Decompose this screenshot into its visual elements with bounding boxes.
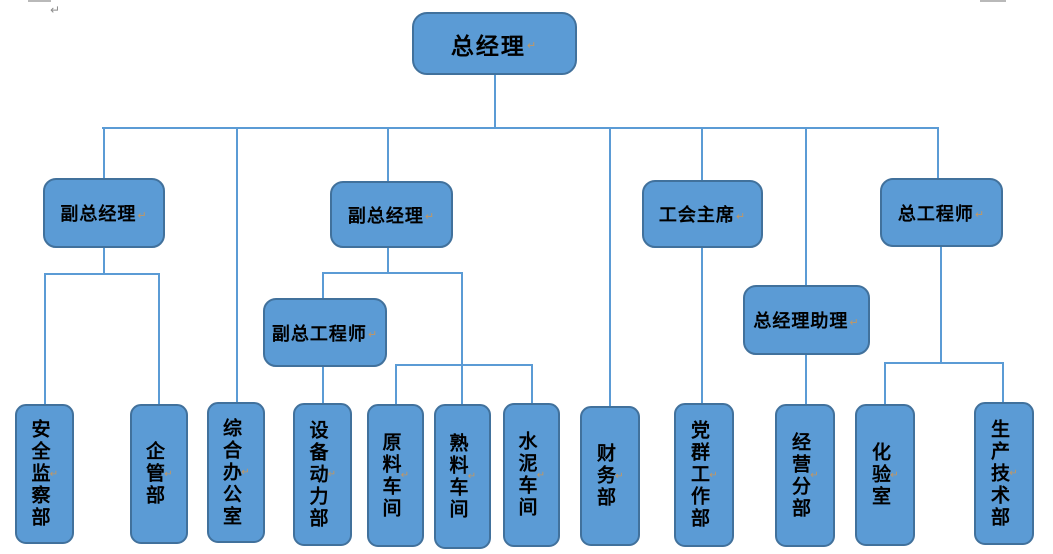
connector-line [884, 362, 886, 405]
connector-line [395, 364, 532, 366]
paragraph-mark-icon: ↵ [424, 210, 436, 223]
connector-line [937, 127, 939, 178]
node-dept-finance[interactable]: 财务部↵ [580, 406, 640, 546]
connector-line [103, 127, 105, 178]
paragraph-mark-icon: ↵ [614, 470, 625, 482]
paragraph-mark-icon: ↵ [974, 208, 986, 221]
node-label: 总经理助理 [753, 311, 849, 331]
paragraph-mark-icon: ↵ [809, 470, 820, 481]
node-deputy-general-manager-1[interactable]: 副总经理↵ [43, 178, 165, 248]
node-label: 化验室 [869, 442, 890, 508]
node-label: 原料车间 [379, 431, 401, 520]
node-dept-production-technology[interactable]: 生产技术部↵ [974, 402, 1034, 545]
node-label: 企管部 [143, 441, 164, 507]
node-dept-enterprise-management[interactable]: 企管部↵ [130, 404, 188, 544]
paragraph-mark-icon: ↵ [137, 208, 148, 222]
node-label: 工会主席 [658, 205, 735, 225]
node-label: 熟料车间 [446, 432, 468, 521]
node-dept-cement-workshop[interactable]: 水泥车间↵ [503, 403, 560, 547]
connector-line [609, 127, 611, 406]
node-dept-operations-branch[interactable]: 经营分部↵ [775, 404, 835, 547]
paragraph-mark-icon: ↵ [367, 328, 379, 341]
connector-line [805, 127, 807, 285]
node-dept-general-office[interactable]: 综合办公室↵ [207, 402, 265, 543]
connector-line [395, 364, 397, 405]
connector-line [805, 355, 807, 405]
node-union-chairman[interactable]: 工会主席↵ [642, 180, 763, 248]
paragraph-mark-icon: ↵ [889, 469, 900, 481]
paragraph-mark-icon: ↵ [50, 3, 61, 17]
node-label: 综合办公室 [220, 417, 241, 528]
paragraph-mark-icon: ↵ [240, 467, 251, 478]
node-label: 设备动力部 [306, 419, 328, 530]
connector-line [701, 127, 703, 180]
connector-line [940, 247, 942, 363]
connector-line [102, 127, 939, 129]
paragraph-mark-icon: ↵ [1008, 468, 1019, 479]
connector-line [531, 364, 533, 404]
node-general-manager[interactable]: 总经理↵ [412, 12, 577, 75]
connector-line [884, 362, 1003, 364]
connector-line [103, 248, 105, 274]
node-dept-safety-supervision[interactable]: 安全监察部↵ [15, 404, 74, 544]
node-label: 总工程师 [897, 203, 974, 224]
connector-line [461, 272, 463, 405]
node-label: 副总经理 [347, 205, 424, 226]
connector-line [44, 273, 160, 275]
node-dept-equipment-power[interactable]: 设备动力部↵ [293, 403, 352, 546]
connector-line [44, 273, 46, 405]
paragraph-mark-icon: ↵ [849, 315, 860, 329]
node-deputy-general-manager-2[interactable]: 副总经理↵ [330, 181, 453, 248]
node-deputy-chief-engineer[interactable]: 副总工程师↵ [263, 298, 387, 367]
paragraph-mark-icon: ↵ [708, 469, 719, 481]
connector-line [387, 247, 389, 273]
node-label: 安全监察部 [28, 419, 50, 529]
connector-line [236, 127, 238, 404]
node-label: 水泥车间 [515, 431, 537, 519]
connector-line [701, 248, 703, 404]
node-label: 财务部 [594, 443, 615, 509]
node-label: 总经理 [450, 33, 526, 59]
node-dept-raw-material-workshop[interactable]: 原料车间↵ [367, 404, 424, 547]
connector-line [1002, 362, 1004, 403]
paragraph-mark-icon: ↵ [535, 469, 547, 481]
page-corner-mark-left [28, 0, 51, 2]
node-dept-clinker-workshop[interactable]: 熟料车间↵ [434, 404, 491, 549]
connector-line [158, 273, 160, 405]
node-dept-party-mass-work[interactable]: 党群工作部↵ [674, 403, 734, 547]
node-label: 副总经理 [60, 204, 137, 224]
connector-line [494, 75, 496, 128]
node-label: 党群工作部 [688, 420, 709, 530]
connector-line [322, 272, 324, 299]
node-label: 副总工程师 [271, 323, 367, 344]
paragraph-mark-icon: ↵ [48, 468, 60, 480]
paragraph-mark-icon: ↵ [399, 470, 411, 481]
node-chief-engineer[interactable]: 总工程师↵ [880, 178, 1003, 247]
paragraph-mark-icon: ↵ [326, 469, 338, 480]
paragraph-mark-icon: ↵ [526, 39, 539, 52]
page-corner-mark-right [980, 0, 1006, 2]
paragraph-mark-icon: ↵ [163, 468, 174, 480]
node-label: 经营分部 [789, 431, 810, 520]
paragraph-mark-icon: ↵ [735, 209, 747, 223]
paragraph-mark-icon: ↵ [466, 471, 478, 482]
node-dept-laboratory[interactable]: 化验室↵ [855, 404, 915, 546]
node-label: 生产技术部 [988, 418, 1009, 529]
connector-line [322, 367, 324, 404]
connector-line [322, 272, 463, 274]
node-gm-assistant[interactable]: 总经理助理↵ [743, 285, 870, 355]
connector-line [387, 127, 389, 182]
